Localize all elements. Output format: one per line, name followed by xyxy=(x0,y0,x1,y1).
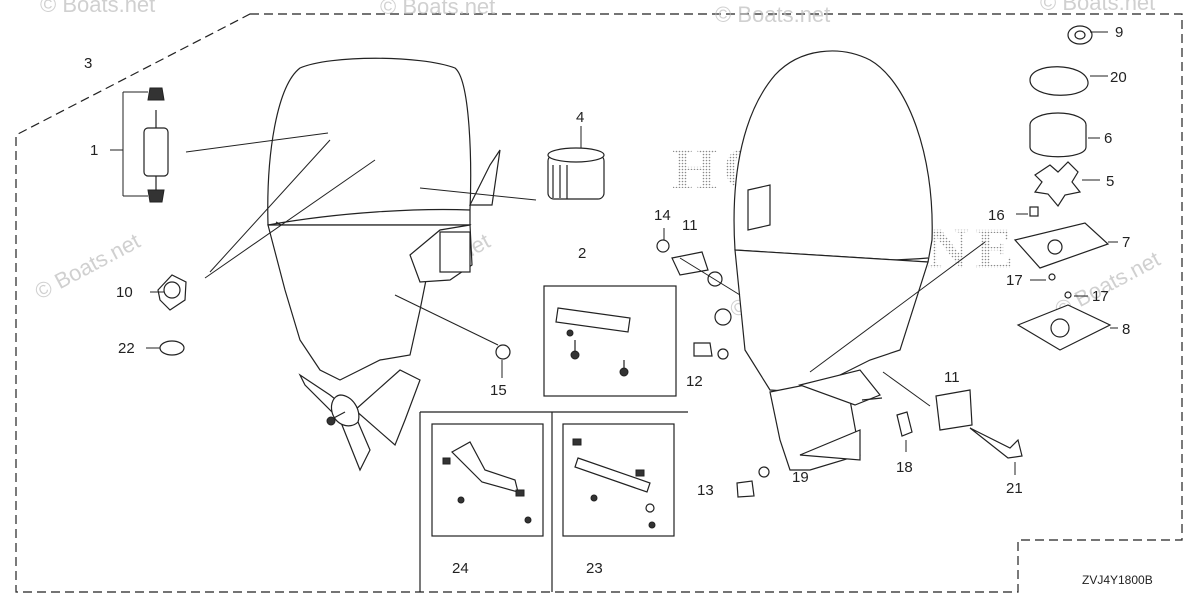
oil-filter-part xyxy=(419,126,605,201)
svg-text:© Boats.net: © Boats.net xyxy=(380,0,495,19)
callout-1: 1 xyxy=(90,142,98,159)
outboard-engine-left xyxy=(267,57,501,472)
callout-2: 2 xyxy=(578,245,586,262)
fuel-filter-part xyxy=(110,87,329,203)
callout-22: 22 xyxy=(118,340,135,357)
callout-17-left: 17 xyxy=(1006,272,1023,289)
callout-11-lower: 11 xyxy=(944,369,960,386)
callout-10: 10 xyxy=(116,284,133,301)
svg-text:© Boats.net: © Boats.net xyxy=(40,0,155,17)
callout-6: 6 xyxy=(1104,130,1112,147)
callout-13: 13 xyxy=(697,482,714,499)
outboard-engine-right xyxy=(707,50,933,471)
callout-16: 16 xyxy=(988,207,1005,224)
callout-11-upper: 11 xyxy=(682,217,698,234)
callout-14: 14 xyxy=(654,207,671,224)
callout-19: 19 xyxy=(792,469,809,486)
callout-23: 23 xyxy=(586,560,603,577)
diagram-frame xyxy=(15,13,1183,593)
callout-17-right: 17 xyxy=(1092,288,1109,305)
callout-24: 24 xyxy=(452,560,469,577)
water-pump-parts xyxy=(809,25,1118,373)
svg-text:© Boats.net: © Boats.net xyxy=(1040,0,1155,15)
bracket-kit-a-box xyxy=(543,285,677,397)
callout-18: 18 xyxy=(896,459,913,476)
callout-15: 15 xyxy=(490,382,507,399)
callout-12: 12 xyxy=(686,373,703,390)
diagram-code: ZVJ4Y1800B xyxy=(1082,573,1153,587)
bracket-kits-bc-boxes xyxy=(419,411,688,592)
svg-text:© Boats.net: © Boats.net xyxy=(715,2,830,27)
callout-9: 9 xyxy=(1115,24,1123,41)
callout-7: 7 xyxy=(1122,234,1130,251)
callout-5: 5 xyxy=(1106,173,1114,190)
washer-15-part xyxy=(495,344,511,360)
right-hardware-parts xyxy=(656,228,1023,498)
callout-20: 20 xyxy=(1110,69,1127,86)
callout-21: 21 xyxy=(1006,480,1023,497)
callout-labels: 3 1 10 22 4 2 15 24 23 14 11 12 13 19 11… xyxy=(84,24,1130,577)
thermostat-part xyxy=(146,139,376,356)
callout-4: 4 xyxy=(576,109,584,126)
callout-3: 3 xyxy=(84,55,92,72)
callout-8: 8 xyxy=(1122,321,1130,338)
